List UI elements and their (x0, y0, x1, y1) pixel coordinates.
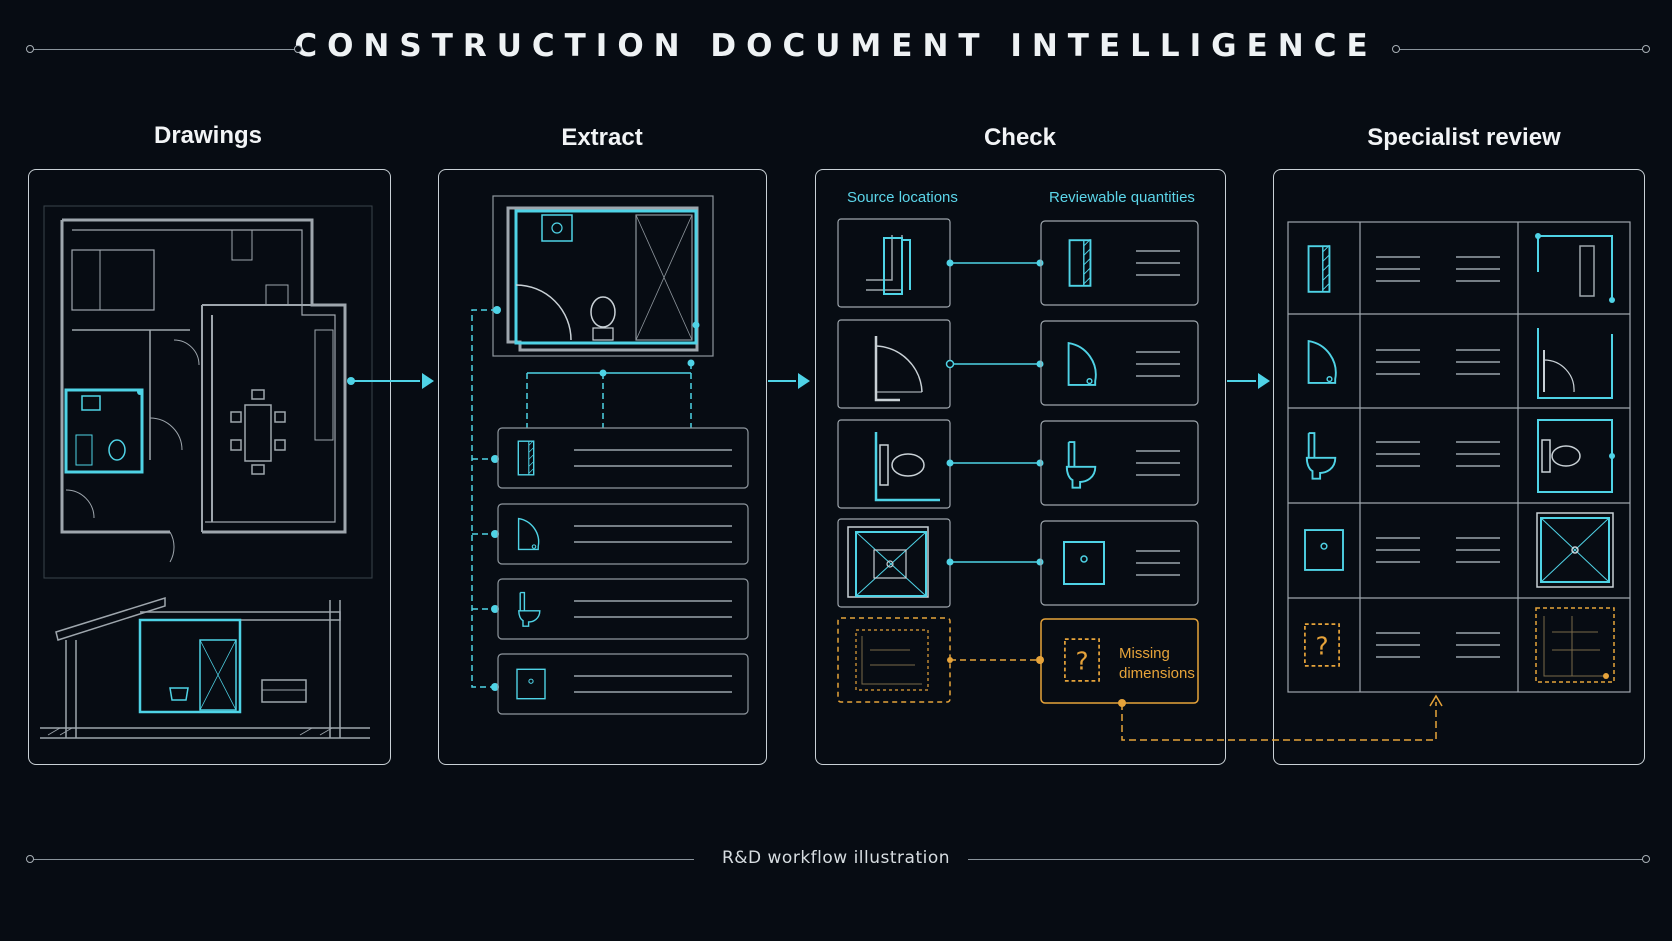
check-panel (815, 169, 1226, 765)
footer-caption: R&D workflow illustration (721, 848, 951, 868)
feedback-connector (1118, 694, 1443, 741)
check-quantity-cards (1040, 220, 1199, 704)
header-rule-left (30, 49, 298, 50)
review-table (1287, 221, 1631, 693)
extract-row-wall (497, 427, 749, 489)
extract-rows (497, 427, 749, 715)
extracted-bathroom-plan (492, 195, 714, 377)
check-source-thumbnails (837, 218, 951, 703)
check-connectors (945, 259, 1044, 664)
extract-title: Extract (561, 124, 643, 151)
drawings-panel (28, 169, 391, 765)
extract-row-shower (497, 653, 749, 715)
check-title: Check (983, 124, 1057, 151)
source-locations-label: Source locations (847, 189, 958, 206)
extract-connectors (471, 309, 692, 688)
missing-label-line1: Missing (1119, 645, 1170, 662)
header-rule-left-end (294, 45, 302, 53)
header-rule-right (1396, 49, 1646, 50)
floor-plan-drawing (40, 205, 373, 739)
specialist-review-panel (1273, 169, 1645, 765)
page-title: CONSTRUCTION DOCUMENT INTELLIGENCE (294, 28, 1378, 64)
extract-row-toilet (497, 578, 749, 640)
extract-row-door (497, 503, 749, 565)
arrow-right-icon (768, 373, 810, 389)
reviewable-quantities-label: Reviewable quantities (1049, 189, 1195, 206)
arrow-right-icon (347, 373, 434, 389)
missing-label-line2: dimensions (1119, 665, 1195, 682)
header-rule-right-end (1642, 45, 1650, 53)
footer-rule-left (30, 859, 694, 860)
footer-rule-right-cap (1642, 855, 1650, 863)
review-rows (1304, 233, 1615, 683)
header-rule-left-cap (26, 45, 34, 53)
question-icon (1064, 638, 1100, 682)
missing-dimensions-label: Missing dimensions (1119, 644, 1195, 684)
question-icon (1304, 623, 1340, 667)
footer-rule-right (968, 859, 1646, 860)
drawings-title: Drawings (153, 122, 263, 149)
arrow-right-icon (1227, 373, 1270, 389)
specialist-review-title: Specialist review (1367, 124, 1561, 151)
extract-dots (491, 306, 501, 691)
header-rule-right-cap (1392, 45, 1400, 53)
extract-panel (438, 169, 767, 765)
footer-rule-left-cap (26, 855, 34, 863)
